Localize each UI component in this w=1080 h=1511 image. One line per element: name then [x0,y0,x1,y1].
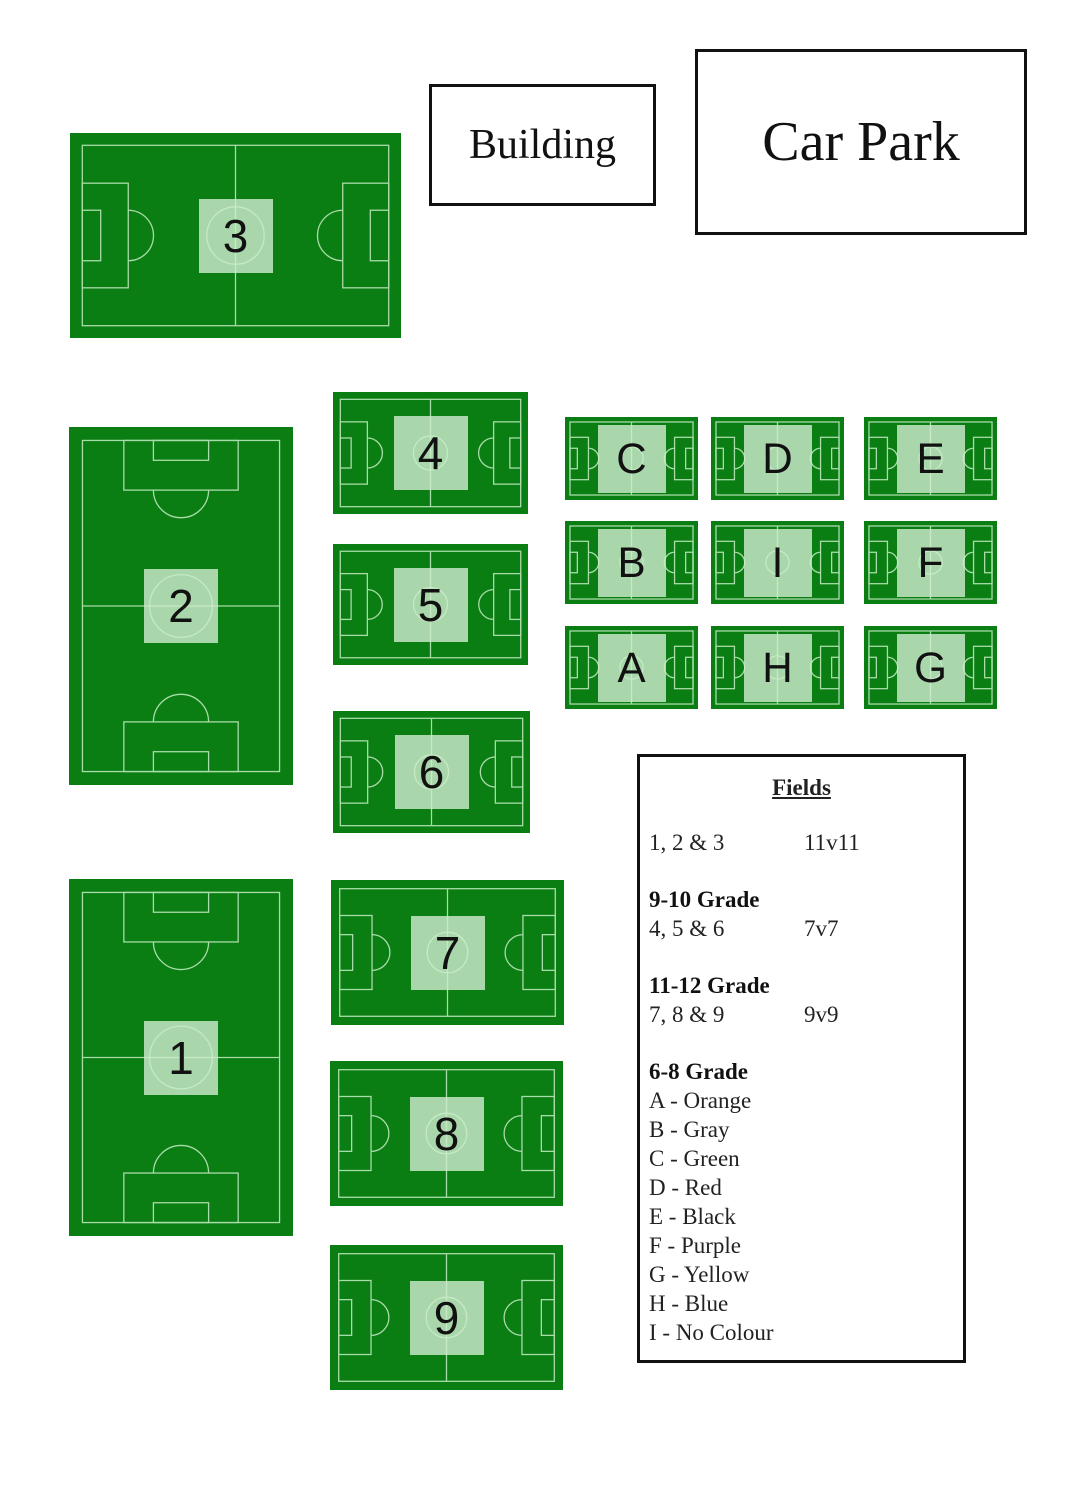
legend-heading: 6-8 Grade [649,1059,749,1084]
legend-heading: 9-10 Grade [649,887,760,912]
field-label: 8 [409,1096,484,1171]
legend-junior-item: H - Blue [649,1291,729,1316]
field-4: 4 [333,392,528,514]
field-label: I [743,528,812,597]
field-label: 5 [393,567,468,642]
field-label: F [896,528,965,597]
legend-junior-item: E - Black [649,1204,736,1229]
legend-title: Fields [772,775,831,800]
legend-junior-item: G - Yellow [649,1262,750,1287]
legend-row-senior: 1, 2 & 3 11v11 [649,828,963,857]
field-label: 3 [198,198,273,273]
field-e: E [864,417,997,500]
building: Building [429,84,656,206]
field-i: I [711,521,844,604]
legend-junior-item: B - Gray [649,1117,730,1142]
field-label: 6 [394,735,469,809]
legend-junior-item: I - No Colour [649,1320,774,1345]
legend-junior-item: C - Green [649,1146,740,1171]
legend-row: 4, 5 & 6 7v7 [649,914,963,943]
field-label: A [597,633,666,702]
field-label: 7 [410,915,485,990]
field-b: B [565,521,698,604]
pitch-markings [338,1253,555,1382]
field-label: D [743,424,812,493]
legend-format: 7v7 [804,916,839,941]
field-6: 6 [333,711,530,833]
legend-fields: 4, 5 & 6 [649,916,725,941]
legend-row: 7, 8 & 9 9v9 [649,1000,963,1029]
car-park: Car Park [695,49,1027,235]
field-9: 9 [330,1245,563,1390]
field-label: 9 [409,1280,484,1355]
field-label: G [896,633,965,702]
pitch-markings [569,421,694,496]
car-park-label: Car Park [762,111,960,173]
field-label: 1 [144,1020,218,1095]
field-3: 3 [70,133,401,338]
field-label: B [597,528,666,597]
legend-junior-item: D - Red [649,1175,722,1200]
field-5: 5 [333,544,528,665]
field-1: 1 [69,879,293,1236]
field-8: 8 [330,1061,563,1206]
field-label: 2 [144,569,218,643]
building-label: Building [468,122,617,168]
legend-junior-item: F - Purple [649,1233,741,1258]
field-a: A [565,626,698,709]
field-7: 7 [331,880,564,1025]
legend-format: 9v9 [804,1002,839,1027]
field-label: C [597,424,666,493]
field-c: C [565,417,698,500]
field-f: F [864,521,997,604]
legend-fields: 1, 2 & 3 [649,830,725,855]
field-label: H [743,633,812,702]
field-h: H [711,626,844,709]
legend-fields: 7, 8 & 9 [649,1002,725,1027]
field-label: E [896,424,965,493]
field-label: 4 [393,416,468,490]
legend-format: 11v11 [804,830,860,855]
field-2: 2 [69,427,293,785]
legend-heading: 11-12 Grade [649,973,770,998]
legend: Fields 1, 2 & 3 11v11 9-10 Grade 4, 5 & … [637,754,966,1363]
legend-junior-item: A - Orange [649,1088,752,1113]
field-d: D [711,417,844,500]
field-g: G [864,626,997,709]
